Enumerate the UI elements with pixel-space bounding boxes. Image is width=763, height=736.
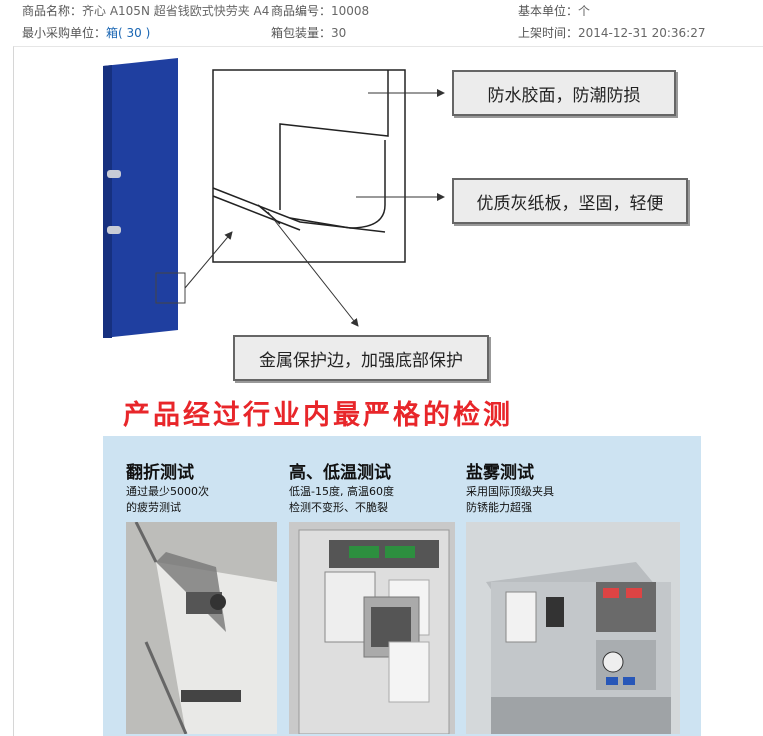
cross-section-drawing — [212, 69, 406, 263]
product-code-value: 10008 — [331, 4, 370, 18]
callout-arrows — [184, 89, 445, 327]
test-title-salt: 盐雾测试 — [466, 463, 534, 483]
product-name-value: 齐心 A105N 超省钱欧式快劳夹 A4 — [82, 4, 270, 18]
product-name-row: 商品名称：齐心 A105N 超省钱欧式快劳夹 A4 — [22, 3, 269, 19]
description-frame — [13, 46, 763, 736]
min-purchase-unit[interactable]: 箱 — [106, 26, 119, 40]
base-unit-label: 基本单位： — [518, 4, 579, 18]
min-purchase-row: 最小采购单位：箱( 30 ) — [22, 25, 150, 41]
list-date-row: 上架时间：2014-12-31 20:36:27 — [518, 25, 705, 41]
product-code-label: 商品编号： — [271, 4, 332, 18]
salt-spray-chamber-photo — [466, 522, 680, 734]
binder-diagram — [103, 58, 445, 338]
test-desc-salt: 采用国际顶级夹具 防锈能力超强 — [466, 484, 554, 516]
fold-test-photo — [126, 522, 277, 734]
test-desc-fold: 通过最少5000次 的疲劳测试 — [126, 484, 209, 516]
testing-heading: 产品经过行业内最严格的检测 — [123, 400, 513, 431]
min-purchase-label: 最小采购单位： — [22, 26, 107, 40]
product-code-row: 商品编号：10008 — [271, 3, 369, 19]
pack-qty-row: 箱包装量：30 — [271, 25, 346, 41]
test-desc-salt-line1: 采用国际顶级夹具 — [466, 485, 554, 498]
list-date-label: 上架时间： — [518, 26, 579, 40]
test-title-fold: 翻折测试 — [126, 463, 194, 483]
test-desc-temp-line2: 检测不变形、不脆裂 — [289, 501, 388, 514]
blue-binder-image — [103, 58, 186, 338]
callout-metal-edge: 金属保护边，加强底部保护 — [233, 335, 489, 381]
callout-cardboard: 优质灰纸板，坚固，轻便 — [452, 178, 688, 224]
pack-qty-value: 30 — [331, 26, 347, 40]
product-name-label: 商品名称： — [22, 4, 83, 18]
test-desc-salt-line2: 防锈能力超强 — [466, 501, 532, 514]
product-info: 商品名称：齐心 A105N 超省钱欧式快劳夹 A4 商品编号：10008 基本单… — [0, 0, 763, 46]
test-desc-fold-line2: 的疲劳测试 — [126, 501, 181, 514]
base-unit-value: 个 — [578, 4, 591, 18]
min-purchase-qty: ( 30 ) — [118, 26, 151, 40]
temperature-chamber-photo — [289, 522, 455, 734]
test-desc-temp: 低温-15度, 高温60度 检测不变形、不脆裂 — [289, 484, 394, 516]
test-desc-temp-line1: 低温-15度, 高温60度 — [289, 485, 394, 498]
list-date-value: 2014-12-31 20:36:27 — [578, 26, 706, 40]
callout-waterproof: 防水胶面，防潮防损 — [452, 70, 676, 116]
test-title-temp: 高、低温测试 — [289, 463, 391, 483]
pack-qty-label: 箱包装量： — [271, 26, 332, 40]
test-desc-fold-line1: 通过最少5000次 — [126, 485, 209, 498]
base-unit-row: 基本单位：个 — [518, 3, 590, 19]
